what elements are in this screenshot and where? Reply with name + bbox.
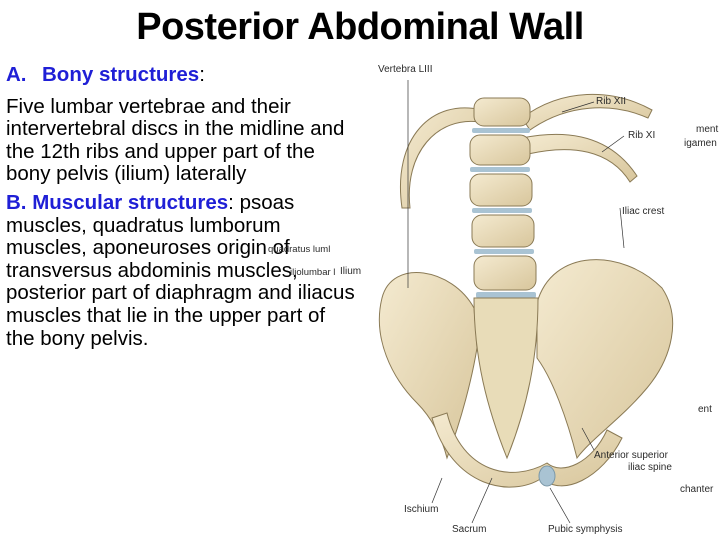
label-iliac-crest: Iliac crest <box>622 206 665 217</box>
pelvis-spine-illustration: Vertebra LIII Rib XII Rib XI Iliac crest… <box>362 58 720 540</box>
section-a-letter: A. <box>6 63 27 86</box>
section-b-block: B. Muscular structures: psoas muscles, q… <box>6 190 358 350</box>
label-cut-right-3: ent <box>698 404 712 415</box>
sacrum <box>473 297 539 460</box>
section-a-text: Five lumbar vertebrae and their interver… <box>6 94 345 186</box>
pubic-symphysis-mark <box>538 465 556 487</box>
label-cut-right-1: ment <box>696 124 719 135</box>
label-asis-line1: Anterior superior <box>594 450 668 461</box>
label-ischium: Ischium <box>404 504 439 515</box>
label-cut-left-1: quadratus luml <box>268 244 331 255</box>
right-ilium <box>536 259 674 460</box>
left-ilium <box>378 272 478 460</box>
rib-xi-right <box>521 133 638 183</box>
section-a-heading: A. Bony structures: <box>6 63 358 87</box>
label-cut-right-4: chanter <box>680 484 714 495</box>
rib-xii-left <box>400 107 483 209</box>
label-rib-xi: Rib XI <box>628 130 656 141</box>
section-b-heading: B. Muscular structures <box>6 190 229 214</box>
section-b-colon: : <box>228 190 234 214</box>
label-sacrum: Sacrum <box>452 524 487 535</box>
section-a-title: Bony structures <box>42 63 200 86</box>
label-vertebra: Vertebra LIII <box>378 64 433 75</box>
label-pubic-symphysis: Pubic symphysis <box>548 524 623 535</box>
section-a-colon: : <box>199 63 205 86</box>
label-rib-xii: Rib XII <box>596 96 627 107</box>
label-cut-left-2: iliolumbar l <box>290 267 336 278</box>
lumbar-vertebrae <box>469 97 537 298</box>
text-column: A. Bony structures: Five lumbar vertebrae… <box>6 63 358 350</box>
label-asis-line2: iliac spine <box>628 462 672 473</box>
pubic-arch <box>431 412 623 488</box>
section-b-text: psoas muscles, quadratus lumborum muscle… <box>6 190 355 350</box>
rib-xii-right <box>521 93 653 131</box>
label-ilium: Ilium <box>340 266 362 277</box>
anatomy-drawing <box>378 80 674 524</box>
page-title: Posterior Abdominal Wall <box>136 6 584 48</box>
label-cut-right-2: igamen <box>684 138 717 149</box>
